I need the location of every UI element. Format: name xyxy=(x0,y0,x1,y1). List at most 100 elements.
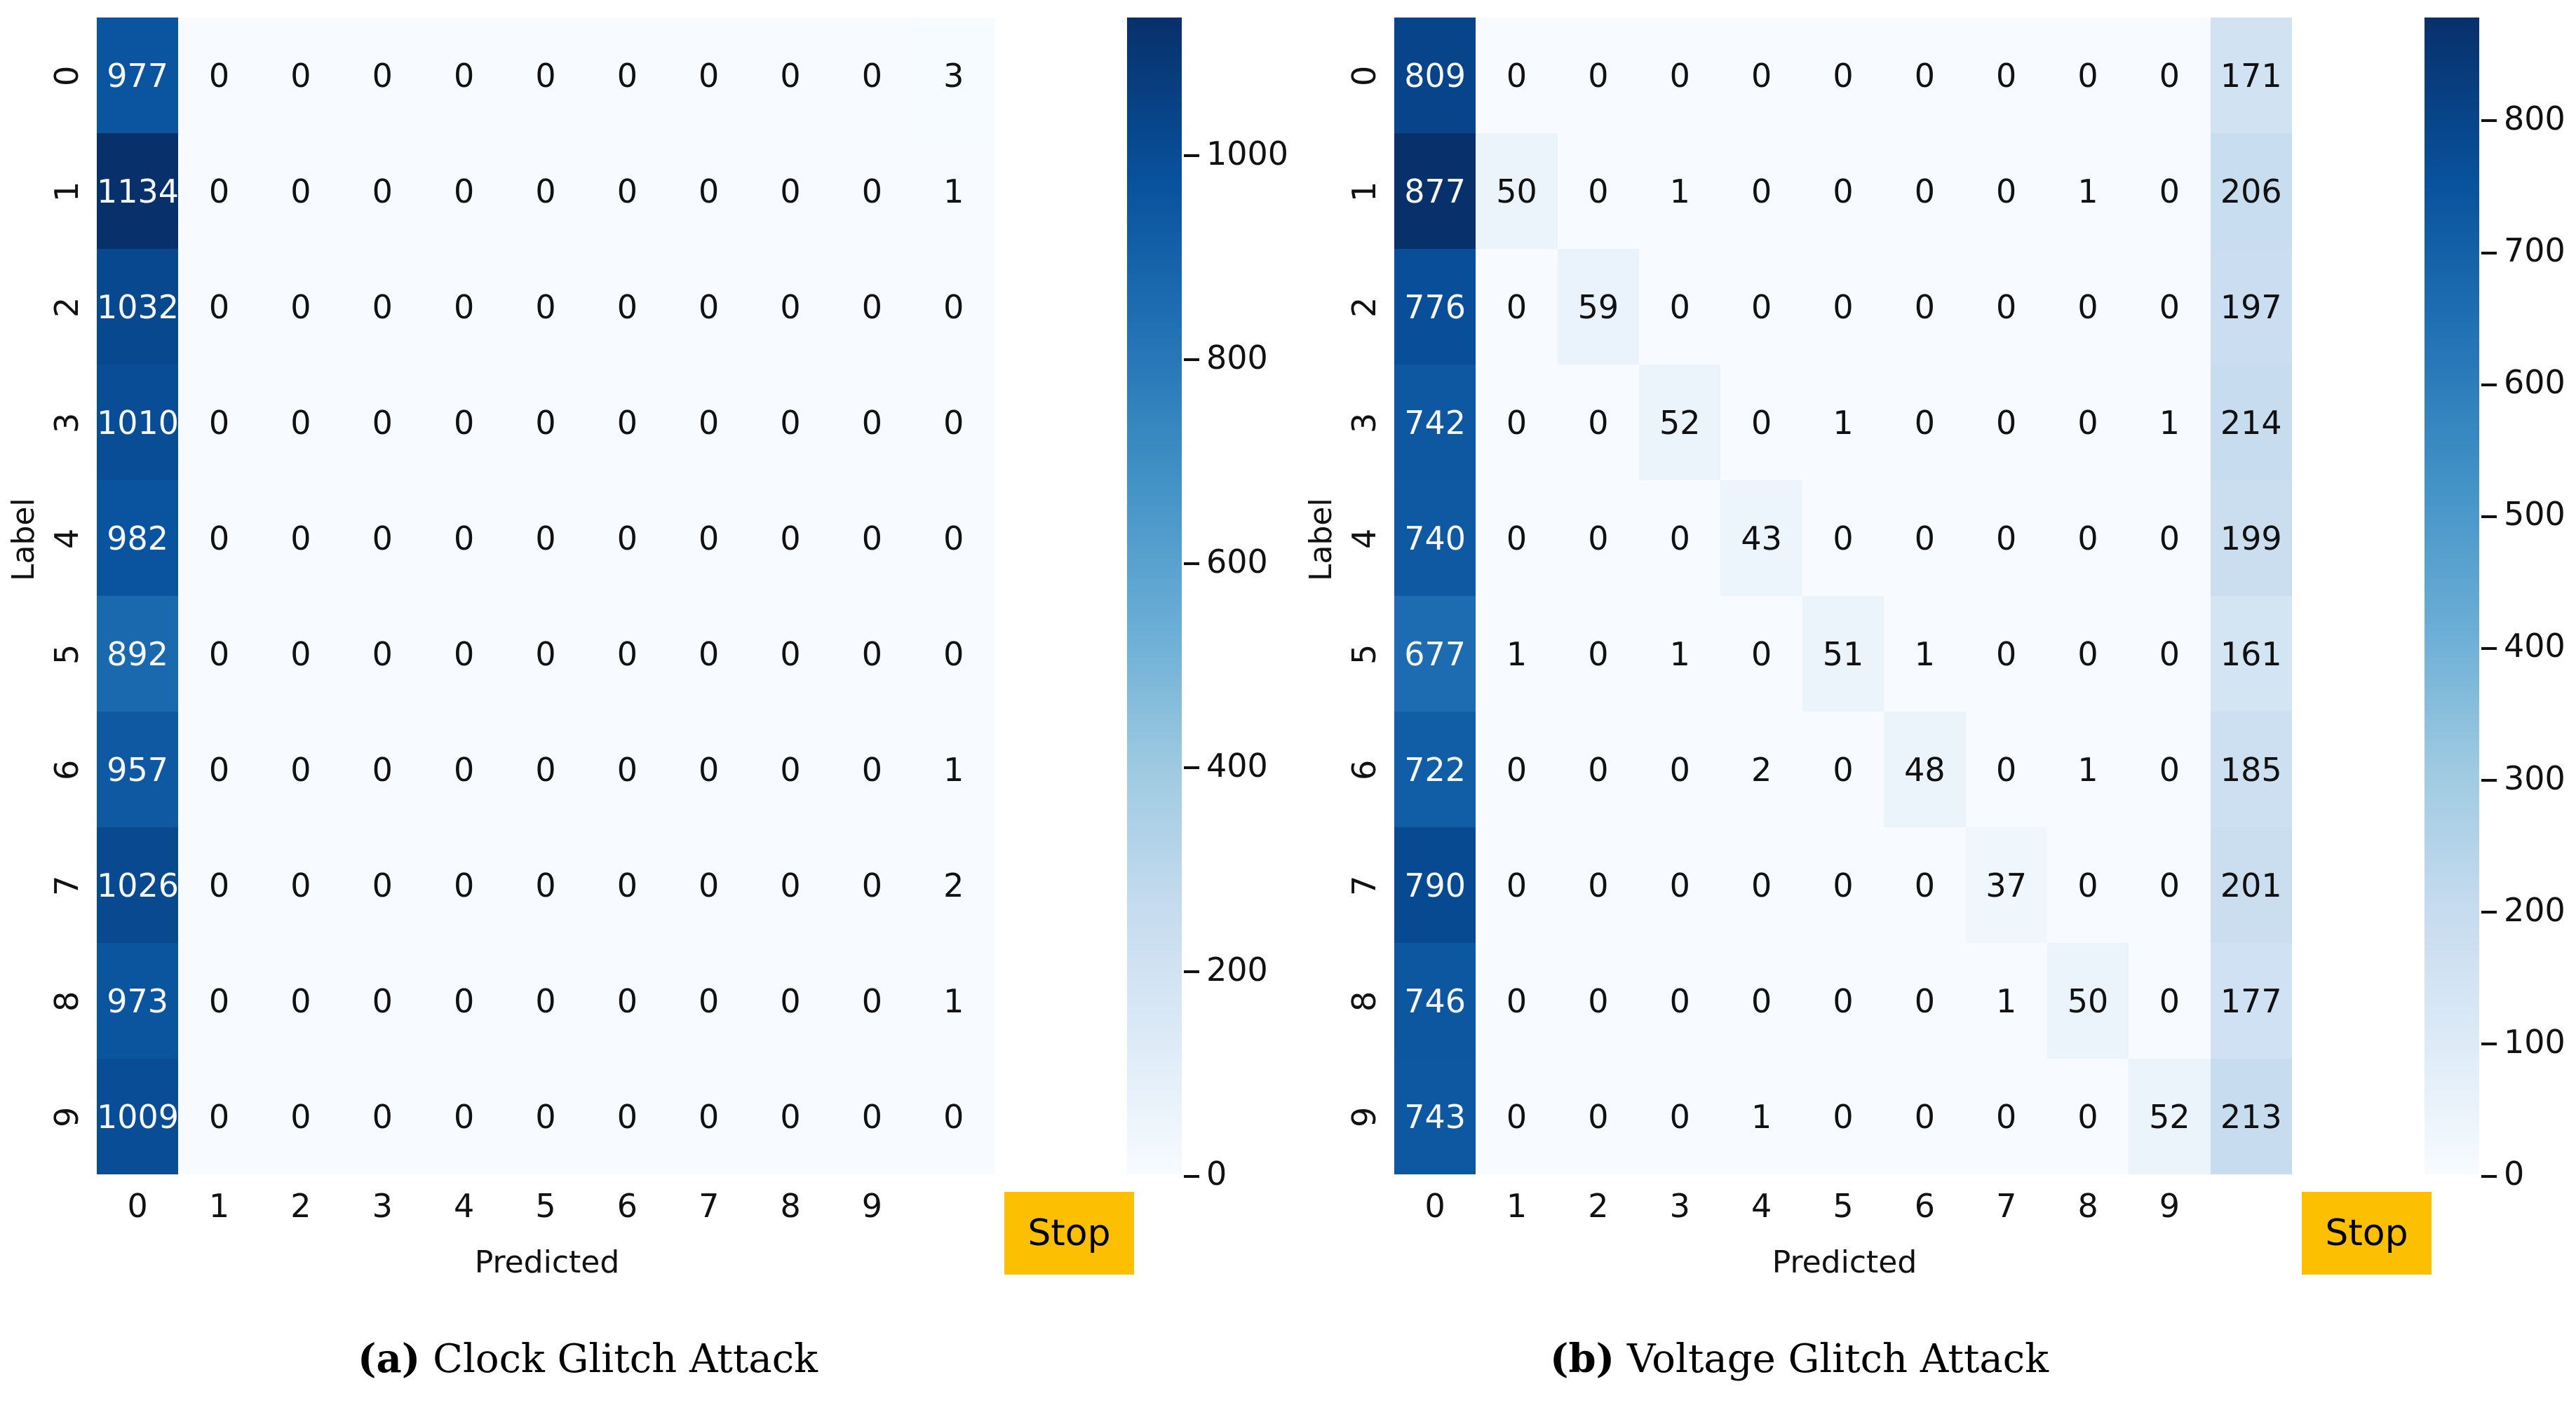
matrix-cell: 0 xyxy=(1720,249,1802,365)
matrix-cell: 0 xyxy=(423,480,505,596)
colorbar-tick-label: 200 xyxy=(1206,950,1268,989)
matrix-cell: 0 xyxy=(178,133,260,249)
matrix-cell: 0 xyxy=(912,249,994,365)
colorbar-tick: 700 xyxy=(2481,231,2565,269)
matrix-cell: 0 xyxy=(586,249,668,365)
matrix-cell: 59 xyxy=(1557,249,1640,365)
matrix-cell: 0 xyxy=(342,712,424,827)
caption-tag-a: (a) xyxy=(358,1336,421,1382)
matrix-cell: 0 xyxy=(1884,480,1966,596)
matrix-cell: 51 xyxy=(1802,596,1884,712)
matrix-cell: 0 xyxy=(1965,1059,2047,1174)
matrix-cell: 0 xyxy=(586,18,668,133)
matrix-cell: 0 xyxy=(668,480,750,596)
matrix-cell: 48 xyxy=(1884,712,1966,827)
x-tick-9: 9 xyxy=(2159,1187,2180,1225)
matrix-cell: 0 xyxy=(912,1059,994,1174)
matrix-cell: 0 xyxy=(2046,18,2129,133)
matrix-cell: 0 xyxy=(1720,18,1802,133)
matrix-cell: 1 xyxy=(1884,596,1966,712)
matrix-cell: 0 xyxy=(504,365,587,480)
matrix-cell: 1009 xyxy=(97,1059,179,1174)
colorbar-tick: 200 xyxy=(1184,951,1268,989)
matrix-cell: 0 xyxy=(178,1059,260,1174)
matrix-cell: 0 xyxy=(1557,943,1640,1059)
y-axis-label-b: Label xyxy=(1303,498,1339,582)
matrix-cell: 0 xyxy=(912,596,994,712)
matrix-cell: 0 xyxy=(259,480,342,596)
colorbar-b xyxy=(2425,18,2479,1174)
matrix-cell: 161 xyxy=(2210,596,2292,712)
matrix-cell: 0 xyxy=(668,18,750,133)
colorbar-tick-label: 0 xyxy=(2504,1155,2525,1193)
colorbar-tick-label: 300 xyxy=(2504,759,2565,797)
stop-badge-b: Stop xyxy=(2302,1192,2432,1275)
y-tick-2: 2 xyxy=(48,296,86,318)
matrix-cell: 0 xyxy=(1884,18,1966,133)
matrix-cell: 0 xyxy=(423,596,505,712)
matrix-cell: 0 xyxy=(259,596,342,712)
matrix-cell: 0 xyxy=(831,249,913,365)
x-tick-6: 6 xyxy=(1914,1187,1935,1225)
matrix-cell: 1 xyxy=(1639,596,1721,712)
matrix-cell: 0 xyxy=(423,712,505,827)
matrix-cell: 1026 xyxy=(97,827,179,943)
colorbar-tick-mark xyxy=(1184,154,1199,158)
matrix-cell: 0 xyxy=(2129,249,2211,365)
matrix-cell: 0 xyxy=(586,365,668,480)
matrix-cell: 0 xyxy=(1965,712,2047,827)
matrix-cell: 0 xyxy=(1965,365,2047,480)
matrix-cell: 0 xyxy=(504,249,587,365)
matrix-cell: 0 xyxy=(668,249,750,365)
matrix-cell: 0 xyxy=(668,1059,750,1174)
matrix-cell: 0 xyxy=(1557,1059,1640,1174)
matrix-cell: 0 xyxy=(831,827,913,943)
caption-text-a: Clock Glitch Attack xyxy=(433,1336,818,1382)
matrix-cell: 43 xyxy=(1720,480,1802,596)
matrix-cell: 177 xyxy=(2210,943,2292,1059)
matrix-cell: 1 xyxy=(912,943,994,1059)
matrix-cell: 0 xyxy=(831,133,913,249)
matrix-cell: 892 xyxy=(97,596,179,712)
matrix-cell: 0 xyxy=(2046,1059,2129,1174)
matrix-cell: 0 xyxy=(2129,18,2211,133)
matrix-cell: 0 xyxy=(586,1059,668,1174)
matrix-cell: 0 xyxy=(504,18,587,133)
matrix-cell: 0 xyxy=(1557,365,1640,480)
caption-a: (a) Clock Glitch Attack xyxy=(358,1336,818,1382)
x-tick-5: 5 xyxy=(535,1187,556,1225)
matrix-cell: 1 xyxy=(912,712,994,827)
matrix-cell: 0 xyxy=(178,249,260,365)
matrix-cell: 0 xyxy=(342,1059,424,1174)
colorbar-tick-label: 200 xyxy=(2504,890,2565,929)
matrix-cell: 1 xyxy=(1802,365,1884,480)
matrix-cell: 1 xyxy=(912,133,994,249)
matrix-cell: 0 xyxy=(1802,249,1884,365)
matrix-cell: 1 xyxy=(1720,1059,1802,1174)
colorbar-tick-mark xyxy=(2481,911,2497,914)
matrix-cell: 0 xyxy=(1884,249,1966,365)
matrix-cell: 52 xyxy=(2129,1059,2211,1174)
colorbar-tick: 100 xyxy=(2481,1023,2565,1061)
colorbar-tick-mark xyxy=(1184,358,1199,362)
matrix-cell: 0 xyxy=(259,712,342,827)
matrix-cell: 214 xyxy=(2210,365,2292,480)
colorbar-a xyxy=(1127,18,1182,1174)
matrix-cell: 0 xyxy=(1965,480,2047,596)
matrix-cell: 722 xyxy=(1394,712,1476,827)
matrix-cell: 213 xyxy=(2210,1059,2292,1174)
matrix-cell: 877 xyxy=(1394,133,1476,249)
colorbar-tick-label: 600 xyxy=(1206,542,1268,581)
matrix-cell: 0 xyxy=(2129,827,2211,943)
matrix-cell: 0 xyxy=(668,365,750,480)
matrix-cell: 0 xyxy=(2129,596,2211,712)
x-tick-4: 4 xyxy=(453,1187,475,1225)
colorbar-tick-mark xyxy=(2481,646,2497,650)
matrix-cell: 0 xyxy=(504,827,587,943)
matrix-cell: 0 xyxy=(342,943,424,1059)
